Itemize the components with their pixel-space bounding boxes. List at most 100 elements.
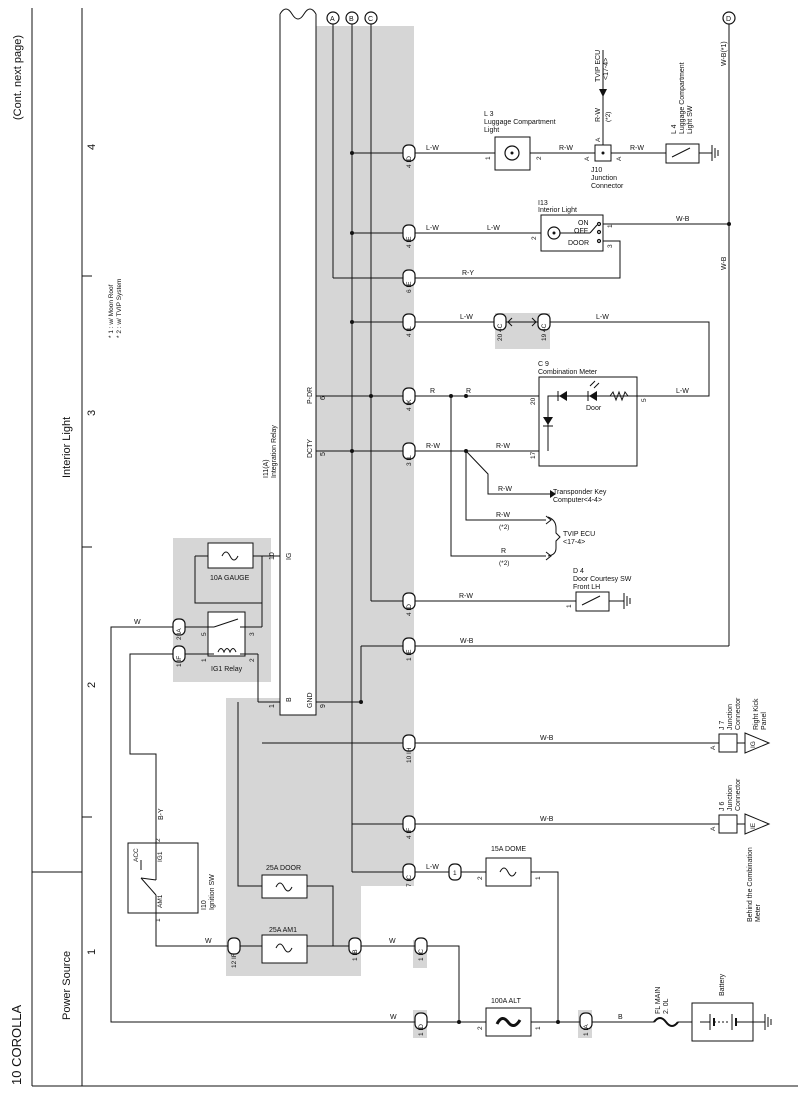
connector-c18: 1 IF	[176, 656, 183, 667]
j6-name-2: Connector	[735, 778, 742, 811]
connector-c14: 12 IF	[231, 953, 238, 968]
ignition-sw-name: Ignition SW	[209, 874, 216, 910]
footnote-1: * 1 : w/ Moon Roof	[108, 284, 115, 338]
tvip-mid-ref: <17-4>	[563, 539, 585, 546]
section-interior-light: Interior Light	[61, 417, 73, 478]
connector-c1: 4 ID	[406, 156, 413, 168]
am1-fuse-name: 25A AM1	[269, 927, 297, 934]
wire-wb-right: W-B	[721, 256, 728, 270]
bus-lines	[316, 24, 730, 872]
pin-1-relay: 1	[201, 658, 208, 662]
branch-wires	[262, 151, 409, 873]
integration-relay-id: I11(A)	[263, 459, 270, 478]
j6-id: J 6	[719, 802, 726, 811]
wire-by: B-Y	[158, 808, 165, 820]
wire-wb-3: W-B	[540, 735, 554, 742]
fl-main-name-1: FL MAIN	[655, 987, 662, 1014]
relay-pin-b: B	[286, 697, 293, 702]
j6-ground-name-2: Meter	[755, 903, 762, 922]
pin-2-il: 2	[531, 236, 538, 240]
wire-wb-4: W-B	[540, 816, 554, 823]
wire-w-1: W	[134, 619, 141, 626]
integration-relay-name: Integration Relay	[271, 425, 278, 478]
door-lamp-circuit: L-W L-W L-W	[415, 314, 710, 397]
wire-lw-1: L-W	[426, 145, 439, 152]
star2-rw: (*2)	[499, 524, 509, 531]
pin-5-relay: 5	[201, 632, 208, 636]
wire-wb-2: W-B	[460, 638, 474, 645]
r-wire-circuit: R R R (*2) R-W R-W R-W Transponder Key C…	[415, 388, 607, 567]
pin-1-ign: 1	[155, 918, 162, 922]
connector-c4: 4 IL	[406, 326, 413, 337]
gauge-relay-block: 10A GAUGE IG1 Relay 5 3 1 2	[185, 542, 280, 703]
relay-pin-p-dr: P-DR	[307, 387, 314, 404]
offpage-a: A	[330, 16, 335, 23]
ign-am1: AM1	[157, 894, 164, 908]
combination-meter-id: C 9	[538, 361, 549, 368]
pin-1-ds: 1	[566, 604, 573, 608]
pin-a-3: A	[616, 156, 623, 161]
luggage-light-name-1: Luggage Compartment	[484, 119, 556, 126]
wire-wb-1: W-B	[676, 216, 690, 223]
pin-2-dome: 2	[477, 876, 484, 880]
continue-note: (Cont. next page)	[12, 35, 24, 120]
dome-fuse-name: 15A DOME	[491, 846, 526, 853]
connector-c15: 1 ID	[418, 1024, 425, 1036]
door-sw-name-2: Front LH	[573, 584, 600, 591]
relay-pin-gnd: GND	[307, 692, 314, 708]
tvip-top-ref: <17-4>	[603, 58, 610, 80]
ig1-relay-name: IG1 Relay	[211, 666, 243, 673]
pin-a-2: A	[584, 156, 591, 161]
interior-light-door: DOOR	[568, 240, 589, 247]
pin-a-1: A	[595, 137, 602, 142]
wire-lw-4: L-W	[460, 314, 473, 321]
offpage-b: B	[349, 16, 354, 23]
offpage-c: C	[368, 16, 373, 23]
wire-r-1: R	[430, 388, 435, 395]
j10-name-2: Connector	[591, 183, 624, 190]
door-sw-id: D 4	[573, 568, 584, 575]
interior-light-on: ON	[578, 220, 589, 227]
wire-lw-6: L-W	[676, 388, 689, 395]
pin-3-il: 3	[607, 244, 614, 248]
tvip-mid-name: TVIP ECU	[563, 531, 595, 538]
wire-rw-1: R-W	[559, 145, 573, 152]
connector-c16: 1 IA	[583, 1024, 590, 1036]
pin-17: 17	[530, 451, 537, 459]
relay-pin-5: 5	[320, 452, 327, 456]
luggage-sw-name-1: Luggage Compartment	[679, 62, 686, 134]
pin-2-relay: 2	[249, 658, 256, 662]
fuse-block: 25A DOOR 25A AM1 W L-W 15A DOME 2 1 100A…	[237, 702, 580, 1037]
wire-w-2: W	[390, 1014, 397, 1021]
j7-name-1: Junction	[727, 704, 734, 730]
combination-meter: C 9 Combination Meter Door 20 17 5	[530, 361, 648, 467]
j6-ground-name-1: Behind the Combination	[747, 847, 754, 922]
connector-c13: 1 IC	[418, 949, 425, 961]
connector-c10: 4 IF	[406, 828, 413, 839]
gauge-fuse-name: 10A GAUGE	[210, 575, 250, 582]
connector-c20: 19 4C	[541, 323, 548, 341]
wire-lw-7: L-W	[426, 864, 439, 871]
grid-number-3: 3	[86, 410, 98, 416]
j10-id: J10	[591, 167, 602, 174]
wire-lw-2: L-W	[426, 225, 439, 232]
connector-c11: 7 IC	[406, 875, 413, 887]
j7-ground: IG	[750, 741, 757, 748]
relay-pin-1: 1	[269, 704, 276, 708]
luggage-light-id: L 3	[484, 111, 494, 118]
wire-rw-3: R-W	[426, 443, 440, 450]
pin-1-alt: 1	[535, 1026, 542, 1030]
relay-pin-ig: IG	[286, 553, 293, 560]
pin-2-alt: 2	[477, 1026, 484, 1030]
relay-pin-6: 6	[320, 396, 327, 400]
connector-c6: 3 IL	[406, 455, 413, 466]
wire-lw-3: L-W	[487, 225, 500, 232]
interior-light-circuit: L-W L-W ON OFF DOOR I13 Interior Light 2…	[415, 200, 731, 279]
pin-a-j7: A	[710, 745, 717, 750]
alt-fuse-name: 100A ALT	[491, 998, 522, 1005]
pin-5: 5	[641, 398, 648, 402]
fl-main-name-2: 2. 0L	[663, 998, 670, 1014]
wire-r-3: R	[501, 548, 506, 555]
j6-ground: IE	[750, 822, 757, 829]
